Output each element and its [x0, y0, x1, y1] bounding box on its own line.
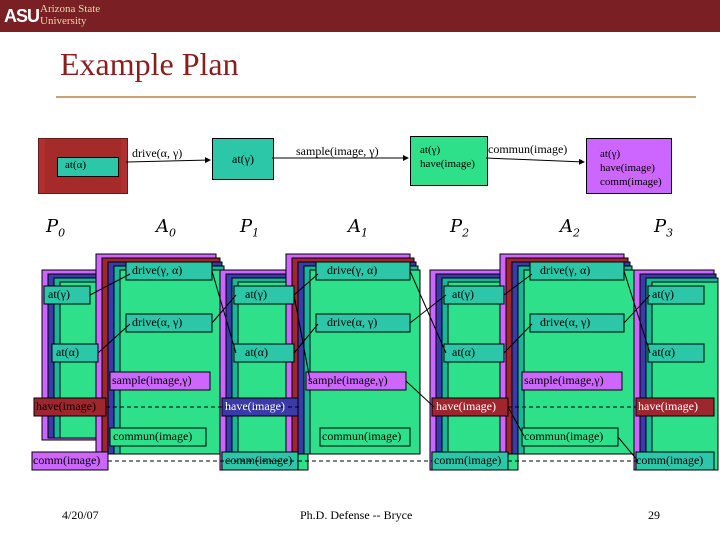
slide-title: Example Plan: [60, 46, 239, 82]
plan-arrow-0: [125, 157, 211, 164]
graph-l0-have-image: have(image): [36, 399, 96, 413]
header-bar: [0, 0, 720, 32]
graph-l2-at-alpha: at(α): [452, 345, 475, 359]
university-line2: University: [40, 15, 87, 27]
graph-l3-at-alpha: at(α): [652, 345, 675, 359]
plan-label-p3: P3: [654, 216, 674, 240]
asu-logo: ASU: [4, 6, 40, 26]
plan-state-1-label: at(γ): [232, 152, 254, 166]
university-name: Arizona State University: [40, 3, 100, 27]
graph-a1-drive-ag: drive(α, γ): [327, 315, 378, 329]
graph-a1-drive-ga: drive(γ, α): [327, 263, 378, 277]
plan-state-0: at(α): [38, 138, 128, 194]
plan-state-3-label-line3: comm(image): [600, 176, 662, 188]
plan-action-2: commun(image): [488, 142, 568, 156]
graph-a0-drive-ag: drive(α, γ): [132, 315, 183, 329]
footer-page-number: 29: [648, 508, 660, 522]
plan-label-p2: P2: [450, 216, 470, 240]
graph-a1-commun: commun(image): [322, 429, 402, 443]
graph-a2-drive-ga: drive(γ, α): [540, 263, 591, 277]
graph-l0-at-alpha: at(α): [56, 345, 79, 359]
graph-a1-sample: sample(image,γ): [308, 373, 388, 387]
graph-l1-have-image: have(image): [225, 399, 285, 413]
university-line1: Arizona State: [40, 3, 101, 15]
plan-label-p0: P0: [46, 216, 66, 240]
graph-label-boxes: [31, 261, 715, 471]
planning-graph: [31, 253, 719, 471]
title-rule: [56, 96, 696, 98]
plan-label-a0: A0: [156, 216, 176, 240]
plan-arrow-2: [485, 157, 585, 165]
graph-a0-sample: sample(image,γ): [112, 373, 192, 387]
plan-arrows: [125, 155, 585, 165]
plan-state-3-label-line1: at(γ): [600, 148, 621, 160]
graph-a2-drive-ag: drive(α, γ): [540, 315, 591, 329]
graph-l3-have-image: have(image): [638, 399, 698, 413]
graph-a2-sample: sample(image,γ): [524, 373, 604, 387]
graph-l3-at-gamma: at(γ): [652, 287, 674, 301]
plan-state-2-label-line1: at(γ): [420, 144, 441, 156]
graph-l1-comm-image: comm(image): [225, 453, 293, 467]
plan-state-0-label: at(α): [65, 159, 87, 171]
graph-l2-comm-image: comm(image): [434, 453, 502, 467]
graph-l0-comm-image: comm(image): [33, 453, 101, 467]
plan-row: at(α) at(γ) at(γ) have(image) at(γ) have…: [0, 120, 720, 240]
graph-l3-comm-image: comm(image): [636, 453, 704, 467]
graph-a2-commun: commun(image): [524, 429, 604, 443]
plan-state-2-label-line2: have(image): [420, 158, 475, 170]
graph-l2-have-image: have(image): [436, 399, 496, 413]
graph-l0-at-gamma: at(γ): [48, 287, 70, 301]
graph-l2-at-gamma: at(γ): [452, 287, 474, 301]
plan-state-1: [212, 138, 274, 180]
graph-edges: [89, 270, 651, 462]
plan-state-2: [410, 136, 488, 186]
plan-action-0: drive(α, γ): [132, 146, 183, 160]
graph-a0-drive-ga: drive(γ, α): [132, 263, 183, 277]
graph-l1-at-alpha: at(α): [245, 345, 268, 359]
graph-a0-commun: commun(image): [113, 429, 193, 443]
plan-label-a2: A2: [560, 216, 580, 240]
plan-state-3: [586, 138, 672, 194]
plan-action-1: sample(image, γ): [296, 144, 379, 158]
plan-label-a1: A1: [348, 216, 368, 240]
plan-state-3-label-line2: have(image): [600, 162, 655, 174]
footer-date: 4/20/07: [62, 508, 99, 522]
graph-l1-at-gamma: at(γ): [245, 287, 267, 301]
footer-center: Ph.D. Defense -- Bryce: [300, 508, 413, 522]
plan-label-p1: P1: [240, 216, 260, 240]
